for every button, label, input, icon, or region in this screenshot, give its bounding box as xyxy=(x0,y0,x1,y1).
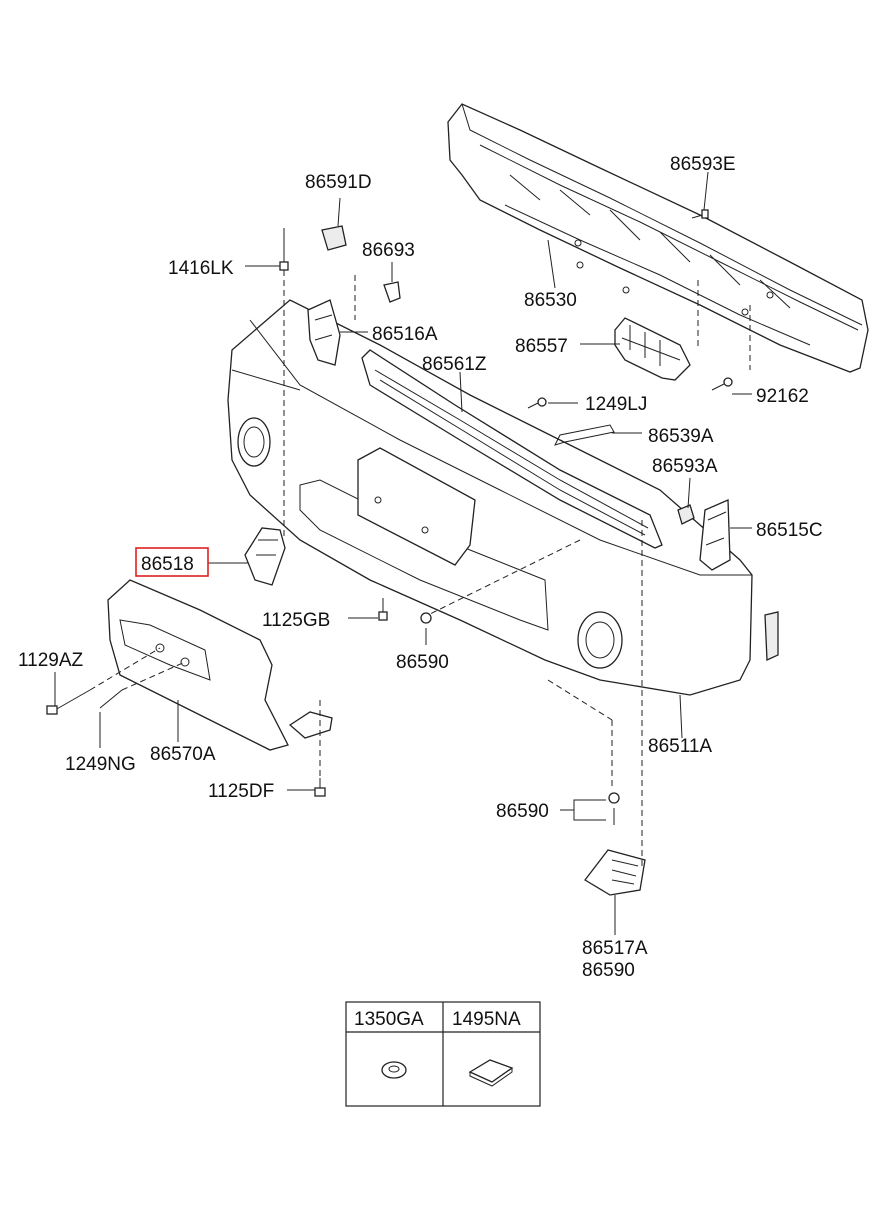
label-86517A[interactable]: 86517A xyxy=(582,938,648,959)
bracket-86517A xyxy=(584,849,646,896)
table-header-1495NA: 1495NA xyxy=(452,1009,521,1030)
bumper-cover-86511A xyxy=(227,299,779,696)
label-86570A[interactable]: 86570A xyxy=(150,744,216,765)
label-86539A[interactable]: 86539A xyxy=(648,426,714,447)
label-86593E[interactable]: 86593E xyxy=(670,154,736,175)
label-86515C[interactable]: 86515C xyxy=(756,520,823,541)
wire-86539A xyxy=(554,424,615,446)
clip-86593A xyxy=(677,504,695,525)
part-labels: 86591D 86693 1416LK 86593E 86530 86516A … xyxy=(18,154,823,981)
fasteners xyxy=(46,209,733,825)
label-1125DF[interactable]: 1125DF xyxy=(208,781,274,802)
label-86557[interactable]: 86557 xyxy=(515,336,568,357)
bracket-86515C xyxy=(699,499,731,571)
washer-hole xyxy=(388,1065,400,1073)
label-86593A[interactable]: 86593A xyxy=(652,456,718,477)
highlight-box-86518 xyxy=(135,547,209,577)
bracket-86557 xyxy=(614,317,691,381)
legend-table: 1350GA 1495NA xyxy=(345,1001,541,1107)
guide-lines xyxy=(89,270,751,870)
label-92162[interactable]: 92162 xyxy=(756,386,809,407)
label-1125GB[interactable]: 1125GB xyxy=(262,610,330,631)
label-86590-b[interactable]: 86590 xyxy=(496,801,549,822)
label-86591D[interactable]: 86591D xyxy=(305,172,372,193)
label-86561Z[interactable]: 86561Z xyxy=(422,354,487,375)
label-1129AZ[interactable]: 1129AZ xyxy=(18,650,84,671)
label-86693[interactable]: 86693 xyxy=(362,240,415,261)
label-86590-c[interactable]: 86590 xyxy=(582,960,635,981)
label-86590-a[interactable]: 86590 xyxy=(396,652,449,673)
bracket-1125DF xyxy=(288,711,333,739)
label-1249NG[interactable]: 1249NG xyxy=(65,754,136,775)
table-header-1350GA: 1350GA xyxy=(354,1009,424,1030)
label-86511A[interactable]: 86511A xyxy=(648,736,712,757)
lower-trim-86570A xyxy=(107,579,289,751)
label-1249LJ[interactable]: 1249LJ xyxy=(585,394,647,415)
bracket-86518 xyxy=(244,527,286,586)
washer-icon xyxy=(381,1061,407,1079)
label-1416LK[interactable]: 1416LK xyxy=(168,258,234,279)
bumper-beam-86530 xyxy=(447,103,869,373)
label-86518[interactable]: 86518 xyxy=(141,554,194,575)
leader-lines xyxy=(54,171,752,935)
label-86516A[interactable]: 86516A xyxy=(372,324,438,345)
label-86530[interactable]: 86530 xyxy=(524,290,577,311)
bracket-86516A xyxy=(307,299,341,366)
grille-86561Z xyxy=(361,349,663,549)
